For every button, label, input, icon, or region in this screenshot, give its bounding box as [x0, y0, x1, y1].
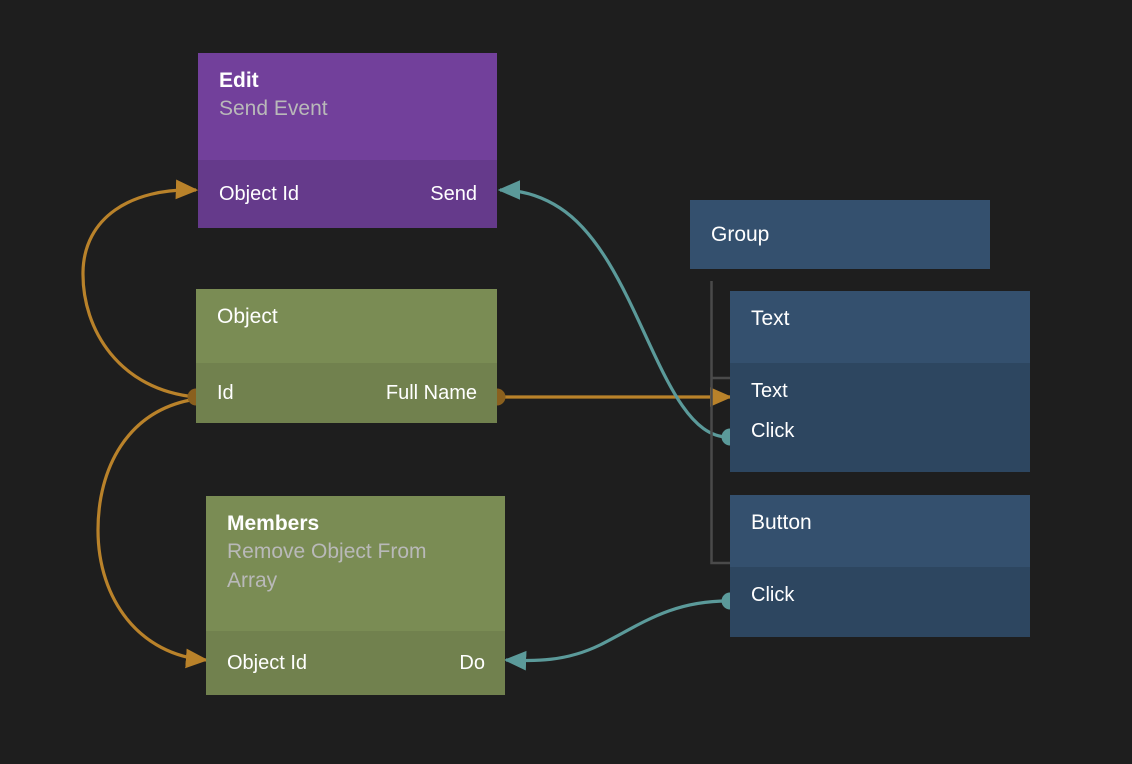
node-group-title: Group — [711, 223, 770, 246]
edge-object-id-to-members-object-id — [96, 397, 209, 669]
port-object-full-name[interactable]: Full Name — [385, 382, 477, 404]
edge-object-id-to-edit-object-id — [81, 179, 199, 399]
group-tree-line — [710, 281, 731, 565]
node-group-header: Group — [690, 200, 990, 269]
port-edit-send[interactable]: Send — [430, 183, 477, 205]
node-members-header: Members Remove Object From Array — [206, 496, 505, 631]
port-button-click: Click — [751, 584, 795, 606]
node-button-title: Button — [751, 511, 812, 534]
node-button-body: Click — [730, 567, 1030, 637]
port-row-text-click[interactable]: Click — [751, 411, 1010, 451]
port-members-object-id[interactable]: Object Id — [227, 652, 308, 674]
node-members-title: Members — [227, 512, 320, 535]
node-members[interactable]: Members Remove Object From Array Object … — [206, 496, 505, 695]
node-object-header: Object — [196, 289, 497, 363]
port-row-button-click[interactable]: Click — [751, 575, 1010, 615]
port-text-click: Click — [751, 420, 795, 442]
node-text-title: Text — [751, 307, 790, 330]
node-button[interactable]: Button Click — [730, 495, 1030, 637]
node-text-body: Text Click — [730, 363, 1030, 472]
node-edit-header: Edit Send Event — [198, 53, 497, 160]
port-text-text: Text — [751, 380, 788, 402]
node-edit-body: Object Id Send — [198, 160, 497, 228]
node-object-title: Object — [217, 305, 278, 328]
port-object-id[interactable]: Id — [217, 382, 234, 404]
node-edit-title: Edit — [219, 69, 259, 92]
node-object-body: Id Full Name — [196, 363, 497, 423]
port-edit-object-id[interactable]: Object Id — [219, 183, 300, 205]
port-row-text-text[interactable]: Text — [751, 371, 1010, 411]
node-members-body: Object Id Do — [206, 631, 505, 695]
node-text-header: Text — [730, 291, 1030, 363]
edge-button-click-to-members-do — [503, 599, 729, 671]
node-text[interactable]: Text Text Click — [730, 291, 1030, 472]
node-edit[interactable]: Edit Send Event Object Id Send — [198, 53, 497, 228]
node-group[interactable]: Group — [690, 200, 990, 269]
node-object[interactable]: Object Id Full Name — [196, 289, 497, 423]
node-edit-subtitle: Send Event — [219, 97, 328, 120]
node-members-subtitle: Remove Object From Array — [227, 540, 427, 592]
port-members-do[interactable]: Do — [459, 652, 485, 674]
node-button-header: Button — [730, 495, 1030, 567]
